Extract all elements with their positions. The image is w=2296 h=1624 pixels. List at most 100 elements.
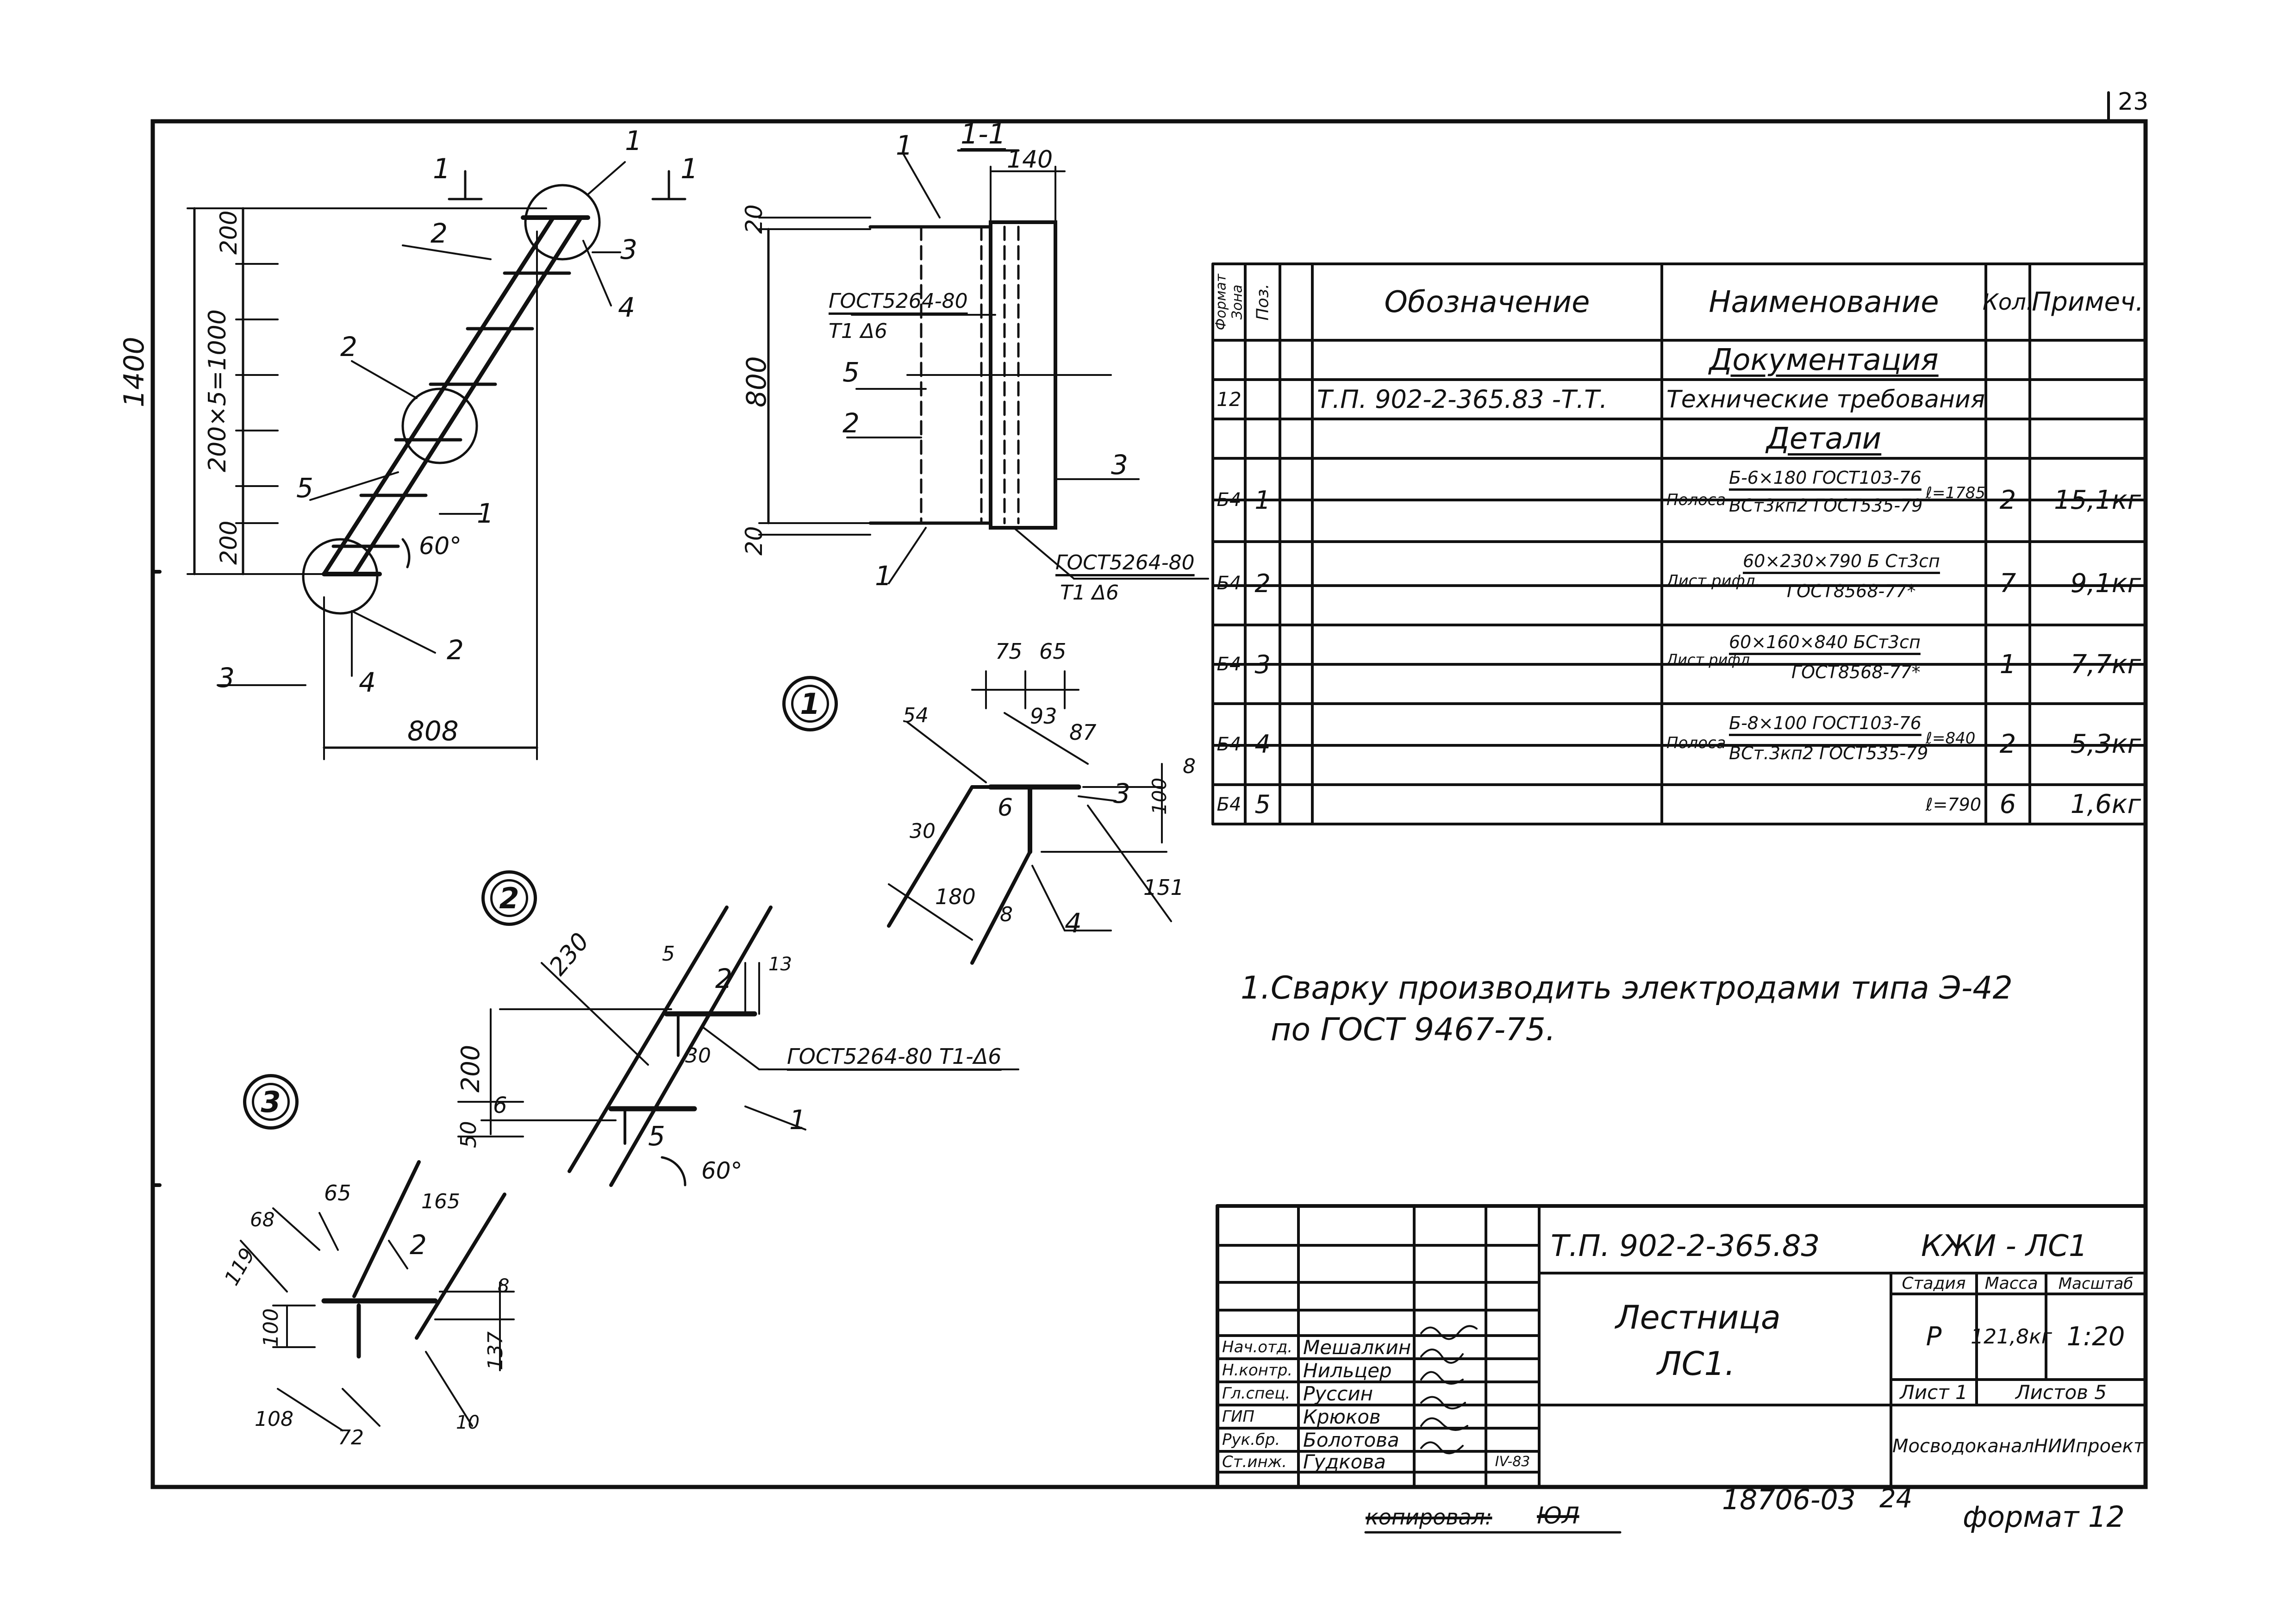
spec-doc-name: Технические требования xyxy=(1666,385,1985,413)
spec-row-qty: 2 xyxy=(1999,485,2016,515)
spec-row-len: ℓ=840 xyxy=(1926,729,1976,748)
spec-header-qty: Кол. xyxy=(1982,289,2034,315)
section-dim-width: 140 xyxy=(1007,146,1053,174)
title-block-lines xyxy=(1216,1204,2147,1489)
node3-dim-68: 68 xyxy=(250,1208,275,1231)
spec-row-note: 5,3кг xyxy=(2070,729,2141,759)
format-label: формат 12 xyxy=(1963,1500,2125,1534)
section-weld-label: ГОСТ5264-80 xyxy=(829,289,968,313)
angle-60: 60° xyxy=(419,532,462,560)
node1-dim-180: 180 xyxy=(935,884,976,909)
spec-row-name-top: Б-8×100 ГОСТ103-76 xyxy=(1729,713,1922,733)
node2-dim-6: 6 xyxy=(493,1093,507,1118)
node1-dim-65: 65 xyxy=(1039,639,1067,664)
node3-dim-10: 10 xyxy=(456,1412,480,1433)
tb-sheets: Листов 5 xyxy=(2015,1381,2107,1404)
signatures xyxy=(1420,1325,1478,1455)
callout-pos-2-bottom: 2 xyxy=(447,634,464,666)
spec-row-note: 7,7кг xyxy=(2070,649,2141,680)
node1-dim-8: 8 xyxy=(1183,755,1196,778)
spec-row-name-prefix: Полоса xyxy=(1666,491,1726,509)
node3-dim-137: 137 xyxy=(484,1331,507,1370)
section-weld-sub: Т1 Δ6 xyxy=(829,319,887,343)
callout-pos-3-bottom: 3 xyxy=(218,662,235,693)
node1-label-6: 6 xyxy=(998,794,1013,822)
section-weld-label-2: ГОСТ5264-80 xyxy=(1055,551,1195,575)
spec-section-docs: Документация xyxy=(1709,343,1939,377)
spec-row-qty: 7 xyxy=(1999,568,2016,599)
node3-dim-100: 100 xyxy=(259,1308,283,1347)
node3-dim-108: 108 xyxy=(255,1407,293,1431)
cut-mark-right: 1 xyxy=(680,153,699,185)
node-3-drawing xyxy=(240,1160,515,1431)
spec-table-lines xyxy=(1211,262,2147,825)
node1-dim-151: 151 xyxy=(1143,875,1184,900)
spec-row-format: Б4 xyxy=(1217,573,1242,594)
spec-row-name-bottom: ГОСТ8568-77* xyxy=(1791,662,1921,682)
tb-person: Мешалкин xyxy=(1303,1336,1411,1359)
spec-row-pos: 4 xyxy=(1254,730,1271,759)
tb-sheet: Лист 1 xyxy=(1900,1381,1968,1404)
tb-person: Руссин xyxy=(1303,1382,1373,1405)
node-2-drawing xyxy=(457,906,1019,1187)
callout-pos-5: 5 xyxy=(296,472,313,504)
section-callout-5: 5 xyxy=(842,356,860,388)
node2-label-5: 5 xyxy=(648,1120,665,1152)
spec-row-name-top: Б-6×180 ГОСТ103-76 xyxy=(1729,468,1922,488)
tb-stage-header: Стадия xyxy=(1902,1274,1966,1293)
callout-pos-1-mid: 1 xyxy=(477,498,494,529)
tb-name-line1: Лестница xyxy=(1616,1299,1781,1337)
node2-weld-label: ГОСТ5264-80 Т1-Δ6 xyxy=(787,1044,1002,1069)
spec-header-format: Формат xyxy=(1213,274,1229,331)
section-callout-3: 3 xyxy=(1111,449,1128,481)
spec-row-name-prefix: Лист.рифл. xyxy=(1666,572,1760,590)
stair-elevation xyxy=(187,161,686,760)
node2-dim-200: 200 xyxy=(456,1044,485,1093)
callout-pos-2-mid: 2 xyxy=(340,331,357,362)
node1-dim-54: 54 xyxy=(903,704,929,727)
section-dim-bottom: 20 xyxy=(741,526,767,556)
tb-mass-header: Масса xyxy=(1984,1274,2038,1293)
spec-row-qty: 1 xyxy=(1999,649,2016,680)
tb-scale-header: Масштаб xyxy=(2058,1274,2134,1293)
section-callout-1-top: 1 xyxy=(896,130,913,161)
node-1-drawing xyxy=(887,670,1172,965)
node1-dim-75: 75 xyxy=(995,639,1023,664)
node3-label-2: 2 xyxy=(410,1229,427,1261)
spec-row-pos: 1 xyxy=(1254,485,1271,515)
copied-value: ЮЛ xyxy=(1537,1502,1579,1529)
spec-row-format: Б4 xyxy=(1217,793,1242,815)
node2-label-2: 2 xyxy=(715,963,732,994)
node3-dim-165: 165 xyxy=(421,1190,460,1213)
callout-pos-3-top: 3 xyxy=(620,234,637,265)
spec-header-pos: Поз. xyxy=(1253,283,1272,321)
callout-pos-1-top: 1 xyxy=(625,125,642,156)
spec-row-len: ℓ=1785 xyxy=(1926,484,1986,502)
tb-role: Гл.спец. xyxy=(1222,1384,1291,1403)
node3-dim-65: 65 xyxy=(324,1181,351,1206)
tb-org: МосводоканалНИИпроект xyxy=(1892,1435,2145,1457)
tb-person: Болотова xyxy=(1303,1428,1399,1451)
tb-role: Нач.отд. xyxy=(1222,1338,1293,1356)
spec-row-format: Б4 xyxy=(1217,654,1242,675)
spec-row-pos: 2 xyxy=(1254,568,1271,598)
node1-dim-30: 30 xyxy=(910,819,936,843)
spec-header-name: Наименование xyxy=(1709,285,1939,319)
node-marker-3: 3 xyxy=(243,1074,299,1130)
page-number: 23 xyxy=(2118,88,2149,116)
node1-dim-93: 93 xyxy=(1030,704,1057,729)
spec-row-name-prefix: Лист.рифл. xyxy=(1666,651,1755,668)
spec-row-pos: 3 xyxy=(1254,650,1271,679)
node2-dim-5: 5 xyxy=(662,942,675,966)
copied-label: копировал: xyxy=(1366,1505,1492,1530)
spec-row-format: Б4 xyxy=(1217,489,1242,511)
node2-angle: 60° xyxy=(701,1157,742,1184)
node2-dim-50: 50 xyxy=(456,1121,481,1148)
spec-row-pos: 5 xyxy=(1254,790,1271,819)
tb-role: Рук.бр. xyxy=(1222,1430,1280,1449)
node1-dim-100: 100 xyxy=(1148,777,1171,815)
tb-person: Крюков xyxy=(1303,1405,1381,1428)
node1-dim-87: 87 xyxy=(1069,720,1097,745)
section-callout-1-bottom: 1 xyxy=(875,560,892,592)
